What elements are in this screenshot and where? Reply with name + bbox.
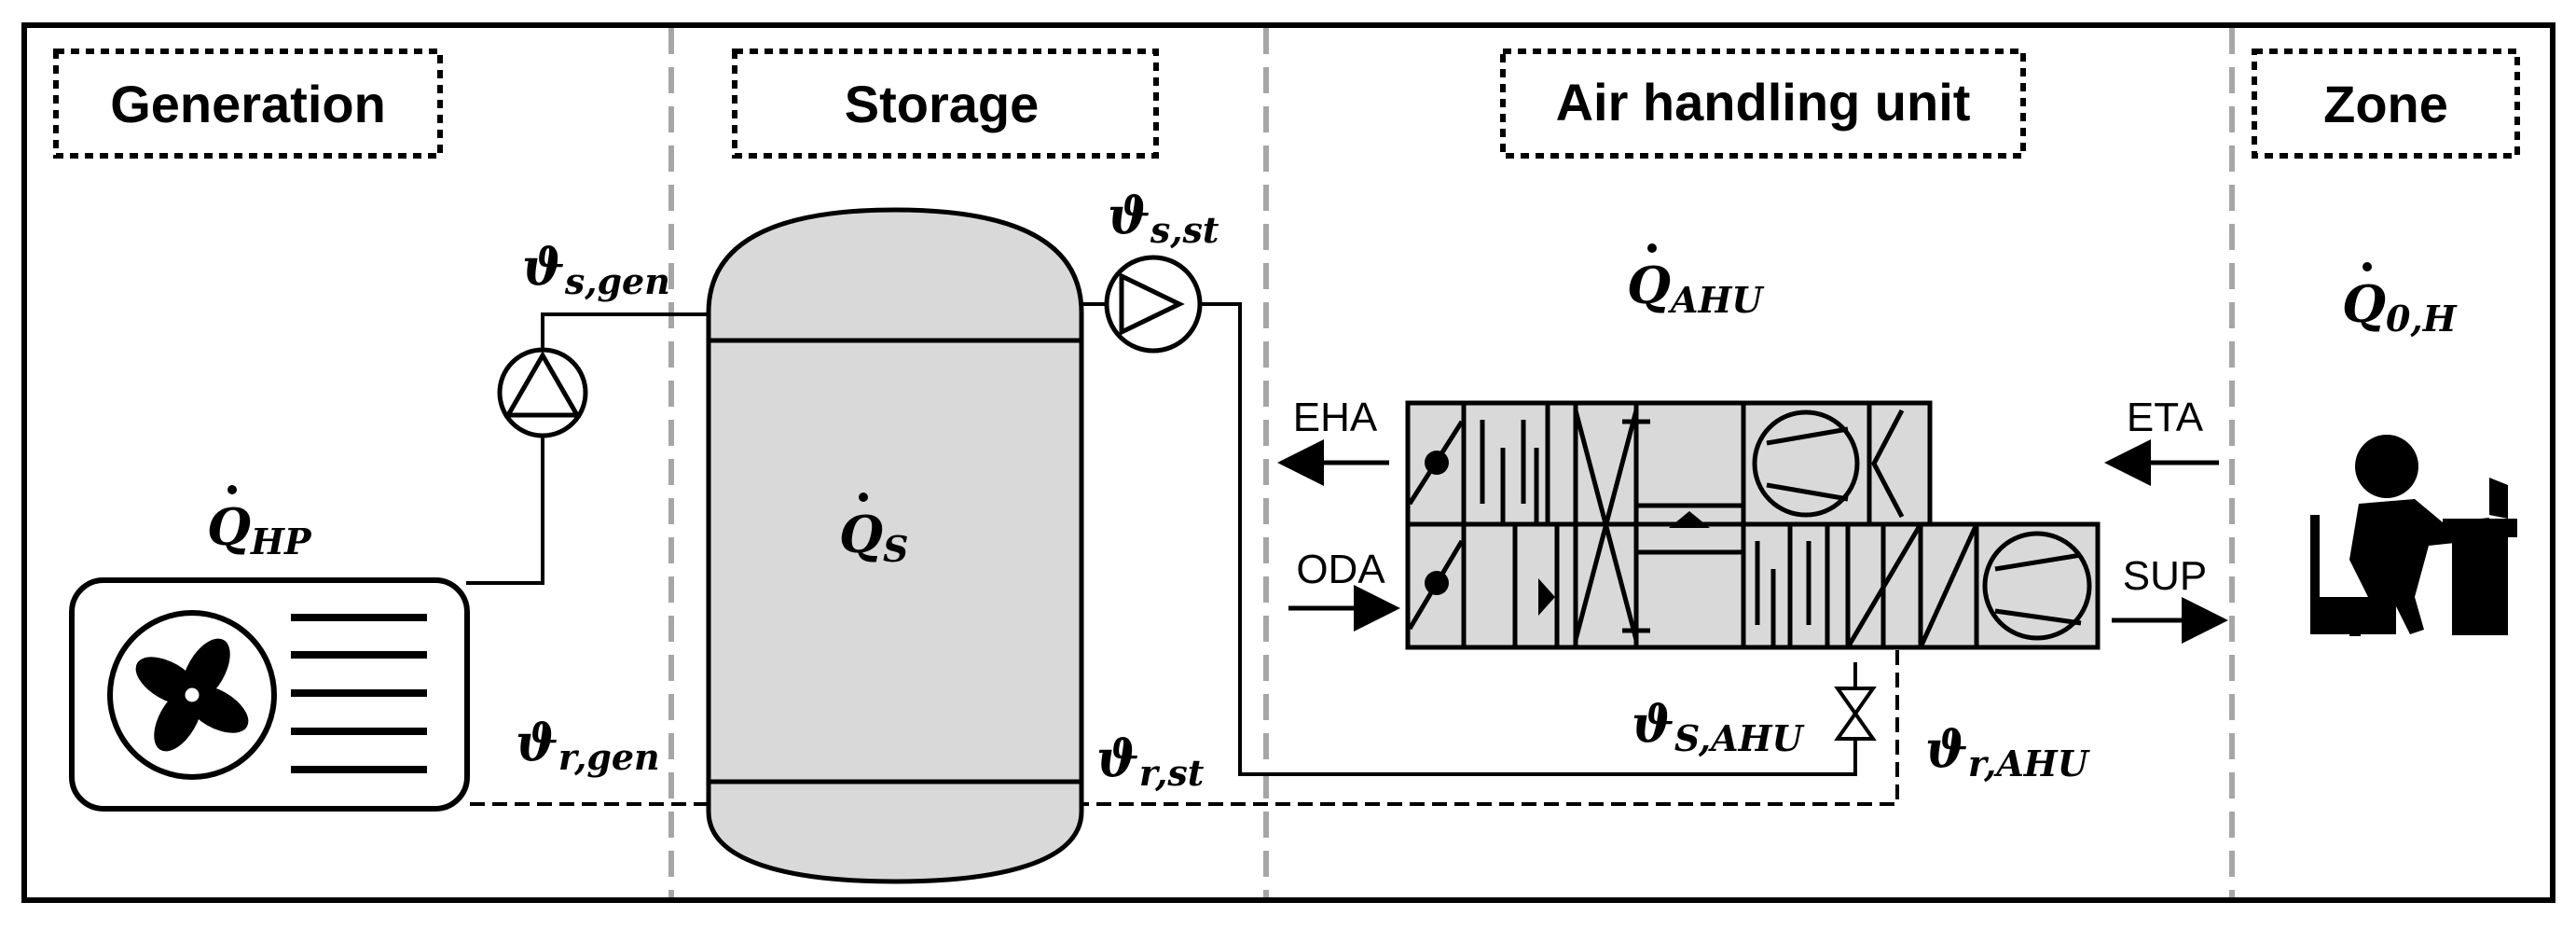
valve-icon — [1834, 687, 1877, 741]
pump-icon — [1104, 255, 1203, 354]
svg-text:Storage: Storage — [845, 75, 1040, 133]
section-label-ahu: Air handling unit — [1500, 49, 2026, 159]
svg-text:QS: QS — [839, 505, 909, 570]
outer-frame — [21, 22, 2555, 903]
condenser-fins — [291, 614, 427, 773]
port-label-sup: SUP — [2123, 553, 2207, 599]
svg-text:QHP: QHP — [207, 497, 312, 562]
heat-flow-label-hp: QHP — [207, 485, 312, 562]
port-label-eta: ETA — [2127, 395, 2204, 440]
temp-label-r-gen: ϑr,gen — [516, 713, 660, 778]
heat-flow-label-s: QS — [839, 493, 909, 570]
svg-text:Generation: Generation — [110, 75, 386, 133]
heat-flow-label-ahu: QAHU — [1627, 243, 1765, 321]
heat-pump-unit — [69, 577, 470, 812]
section-label-generation: Generation — [53, 49, 443, 159]
svg-text:Zone: Zone — [2323, 75, 2448, 133]
temp-label-s-ahu: ϑS,AHU — [1632, 694, 1806, 759]
ahu-unit — [1405, 400, 2101, 650]
heat-flow-label-zone: Q0,H — [2342, 262, 2458, 340]
storage-tank — [706, 207, 1084, 884]
section-label-zone: Zone — [2252, 49, 2520, 159]
temp-label-r-st: ϑr,st — [1096, 729, 1205, 794]
person-at-desk-icon — [2310, 435, 2517, 636]
temp-label-s-st: ϑs,st — [1108, 186, 1219, 251]
temp-label-s-gen: ϑs,gen — [522, 237, 670, 302]
supply-pipe-storage — [1081, 302, 1857, 776]
svg-text:Air handling unit: Air handling unit — [1556, 73, 1971, 132]
port-label-eha: EHA — [1293, 395, 1378, 440]
pump-icon — [497, 347, 588, 438]
port-label-oda: ODA — [1296, 547, 1385, 592]
section-label-storage: Storage — [732, 49, 1159, 159]
air-arrows — [1277, 439, 2228, 644]
temp-label-r-ahu: ϑr,AHU — [1925, 719, 2091, 784]
section-dividers — [668, 28, 2235, 897]
supply-pipe-generation — [466, 312, 709, 585]
svg-text:Q0,H: Q0,H — [2342, 274, 2458, 340]
svg-text:QAHU: QAHU — [1627, 256, 1765, 321]
fan-icon — [135, 638, 249, 752]
